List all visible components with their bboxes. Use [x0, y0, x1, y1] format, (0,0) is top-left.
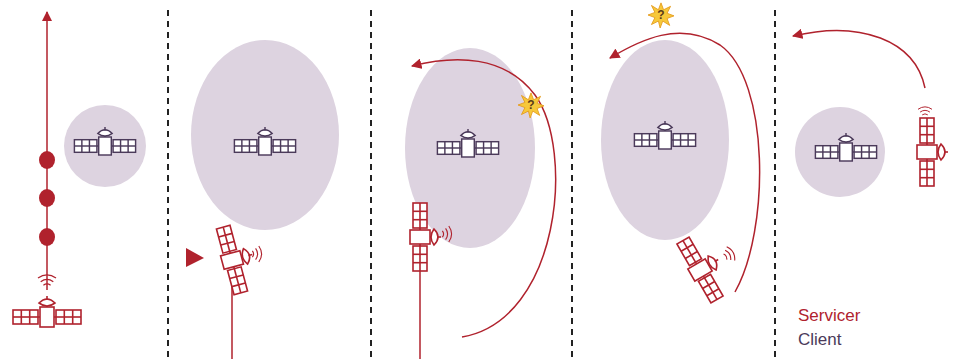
panel-inspection — [186, 40, 339, 359]
panel-flyaround — [405, 48, 556, 359]
panel-flyaround-2 — [601, 3, 760, 305]
question-mark: ? — [521, 98, 541, 112]
panel-docking — [793, 31, 948, 197]
panel-approach — [13, 12, 146, 327]
question-mark: ? — [651, 8, 671, 22]
panel-divider — [168, 10, 775, 359]
legend-entry: Client — [798, 330, 841, 350]
legend-entry: Servicer — [798, 306, 860, 326]
